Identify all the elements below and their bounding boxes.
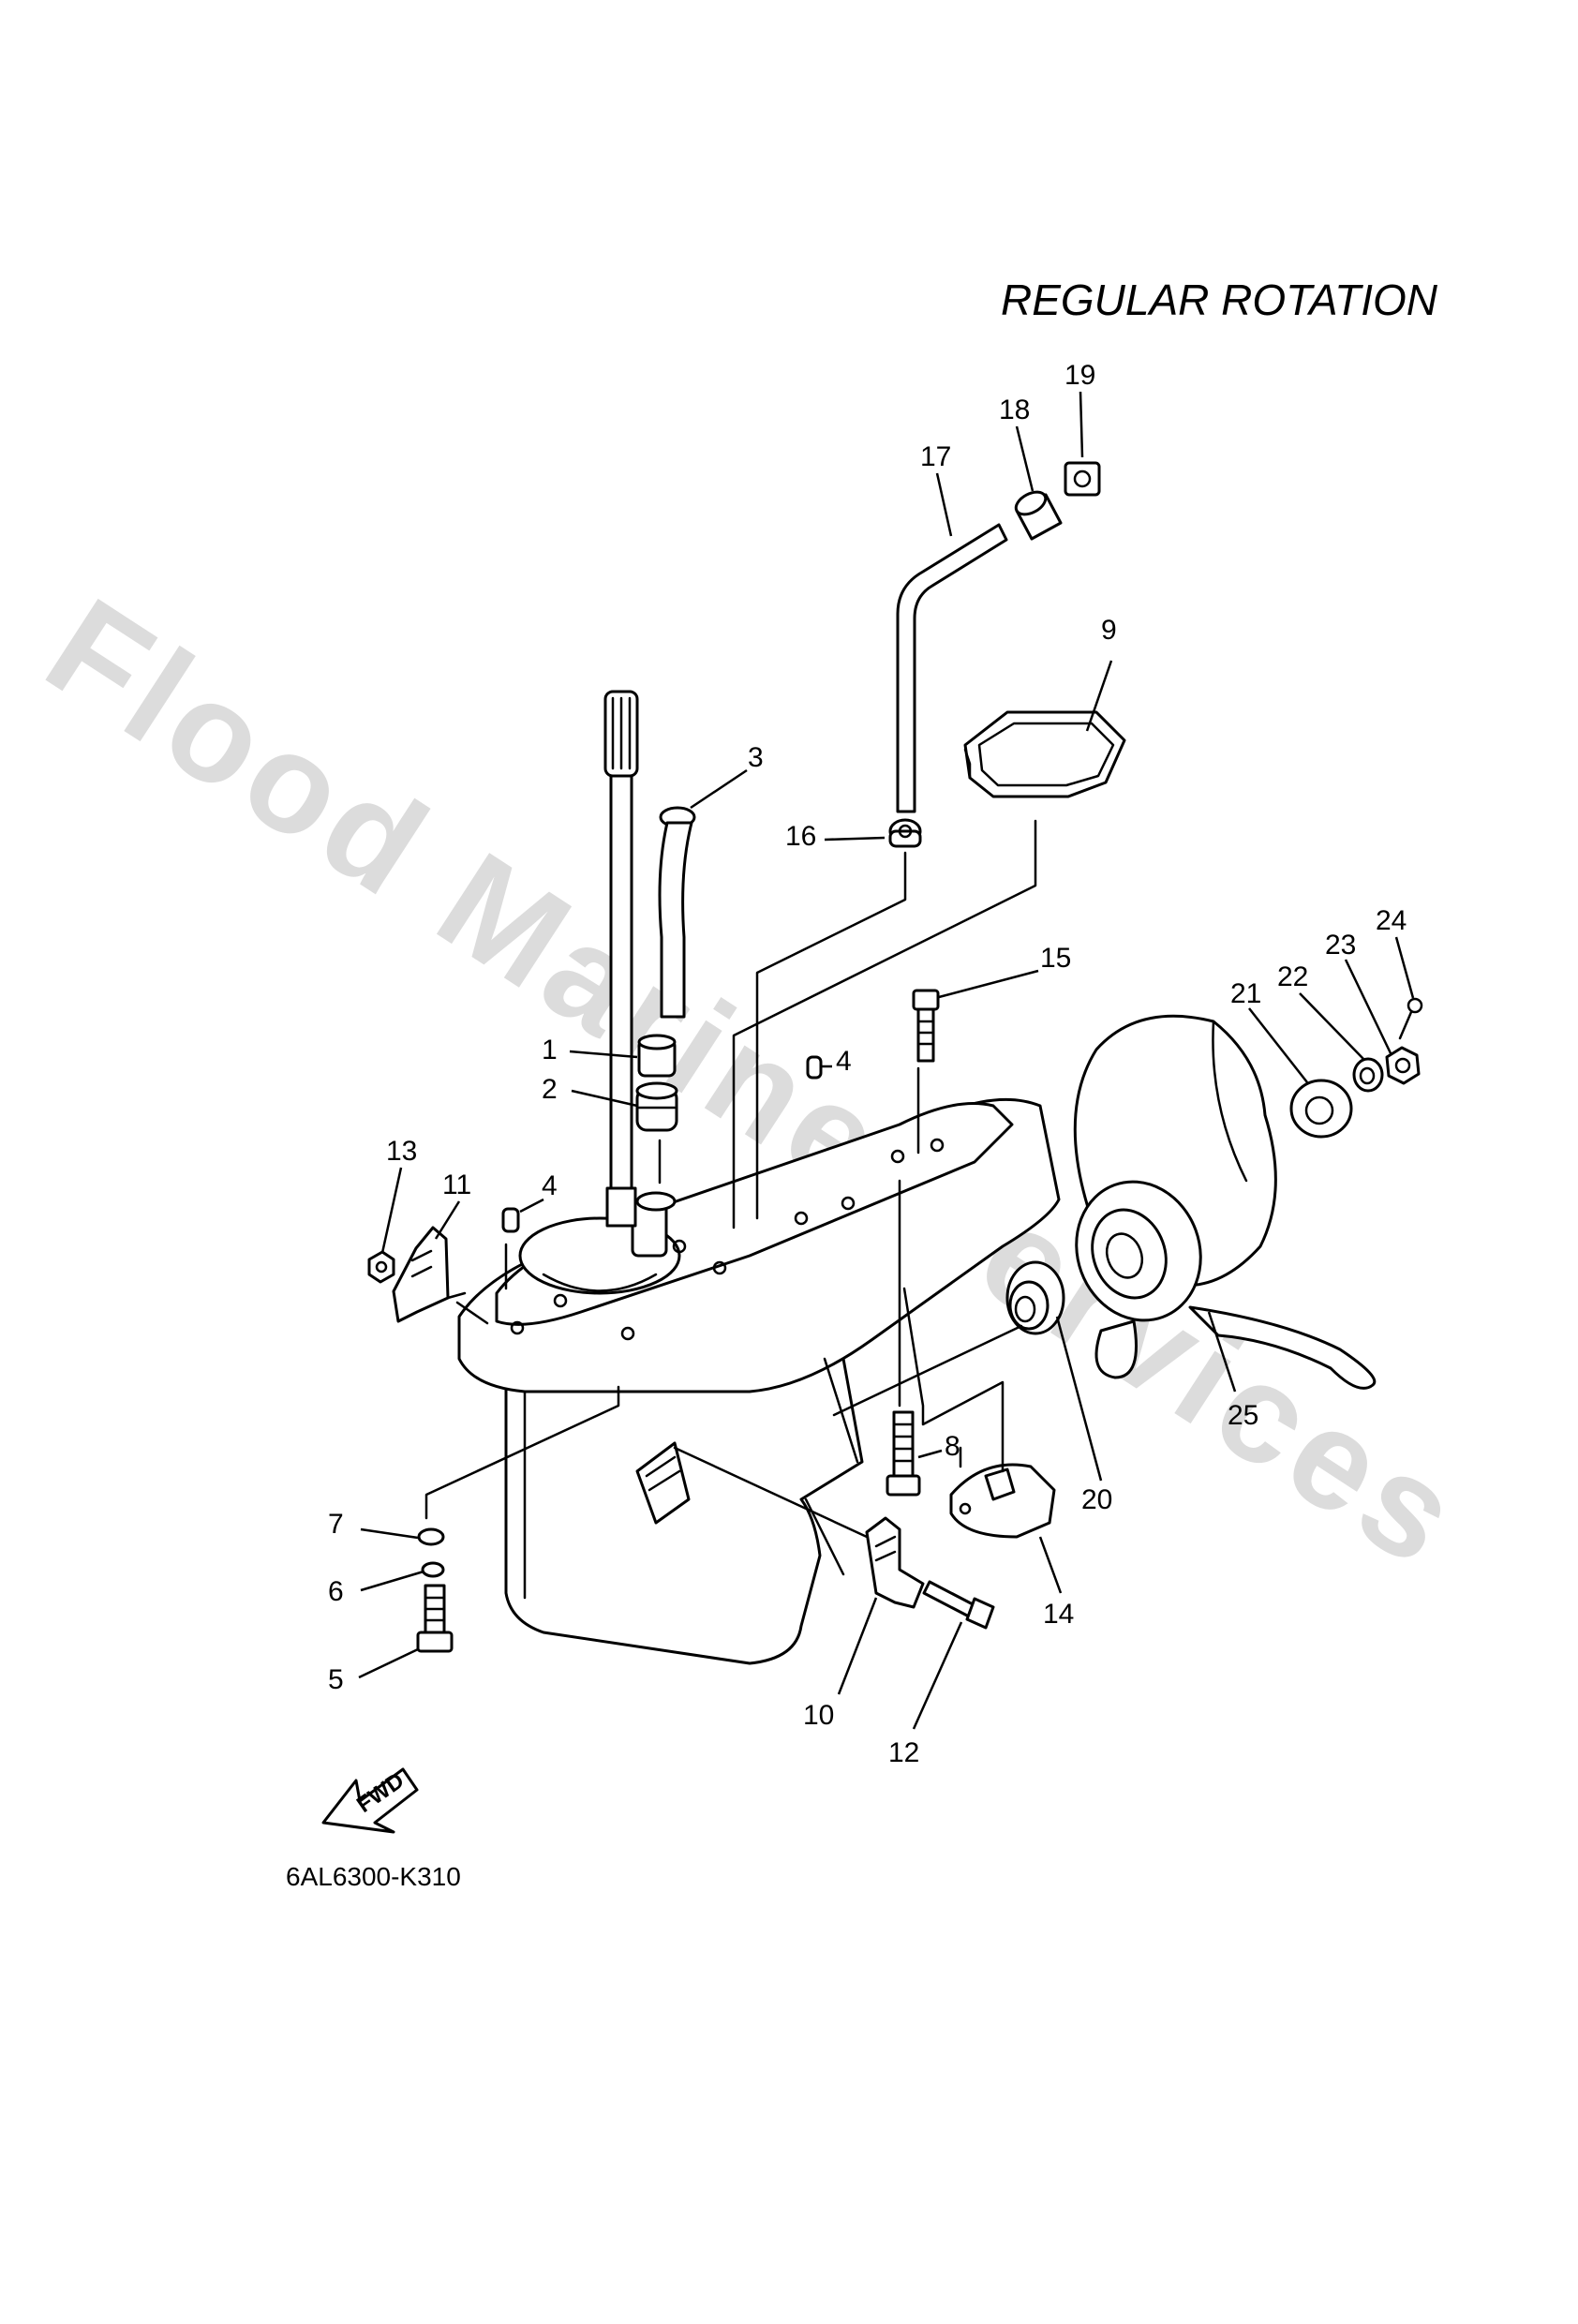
callout-16: 16: [785, 821, 816, 852]
part-13-nut: [367, 1250, 395, 1284]
part-14-trim-tab: [949, 1463, 1056, 1539]
callout-2: 2: [542, 1074, 558, 1105]
part-20-spacer: [1005, 1260, 1065, 1335]
callout-1: 1: [542, 1035, 558, 1065]
callout-17: 17: [920, 441, 951, 472]
part-21-spacer: [1289, 1079, 1353, 1139]
callout-4-right: 4: [836, 1046, 852, 1077]
callout-6: 6: [328, 1576, 344, 1607]
callout-3: 3: [748, 742, 764, 773]
callout-24: 24: [1376, 905, 1407, 936]
callout-23: 23: [1325, 930, 1356, 961]
part-15-bolt: [912, 989, 940, 1063]
callout-labels: 1 2 3 4 4 5 6 7 8 9 10 11 12 13 14 15 16…: [328, 360, 1407, 1768]
part-18-collar: [1014, 490, 1063, 541]
callout-8: 8: [945, 1431, 960, 1462]
fwd-direction-arrow: FWD: [321, 1767, 419, 1834]
callout-22: 22: [1277, 961, 1308, 992]
part-4-dowel-left: [501, 1207, 520, 1233]
callout-12: 12: [888, 1737, 919, 1768]
callout-14: 14: [1043, 1599, 1074, 1630]
callout-18: 18: [999, 395, 1030, 425]
part-11-bracket: [392, 1226, 467, 1323]
part-9-gasket: [963, 710, 1126, 798]
part-12-bolt: [922, 1580, 995, 1630]
callout-13: 13: [386, 1136, 417, 1167]
part-10-anode: [865, 1516, 925, 1609]
drive-shaft: [603, 690, 639, 1228]
diagram-code: 6AL6300-K310: [286, 1862, 461, 1891]
callout-5: 5: [328, 1664, 344, 1695]
callout-25: 25: [1228, 1400, 1258, 1431]
callout-leaders: [358, 391, 1415, 1730]
gear-case-housing: [457, 1097, 1061, 1665]
callout-7: 7: [328, 1509, 344, 1540]
callout-15: 15: [1040, 943, 1071, 974]
part-4-dowel-right: [806, 1055, 823, 1080]
callout-10: 10: [803, 1700, 834, 1731]
callout-4-left: 4: [542, 1170, 558, 1201]
callout-20: 20: [1081, 1484, 1112, 1515]
part-16-grommet: [888, 818, 922, 848]
part-8-bolt: [886, 1410, 921, 1497]
part-1-collar: [637, 1034, 677, 1078]
callout-9: 9: [1101, 615, 1117, 646]
callout-11: 11: [442, 1169, 471, 1200]
callout-19: 19: [1064, 360, 1095, 391]
part-19-clip: [1064, 461, 1101, 497]
part-25-propeller: [1073, 1014, 1377, 1390]
part-5-bolt: [416, 1584, 454, 1653]
part-22-washer: [1352, 1057, 1384, 1093]
part-7-washer: [417, 1527, 445, 1546]
part-6-washer: [421, 1561, 445, 1578]
diagram-heading: REGULAR ROTATION: [1001, 276, 1438, 324]
callout-21: 21: [1230, 978, 1261, 1009]
part-17-tube: [896, 523, 1008, 813]
part-24-cotter-pin: [1398, 997, 1423, 1040]
part-3-water-tube: [658, 806, 696, 1019]
part-23-nut: [1385, 1046, 1421, 1085]
part-2-grommet: [635, 1081, 678, 1132]
assembly-lines: [424, 819, 1037, 1539]
